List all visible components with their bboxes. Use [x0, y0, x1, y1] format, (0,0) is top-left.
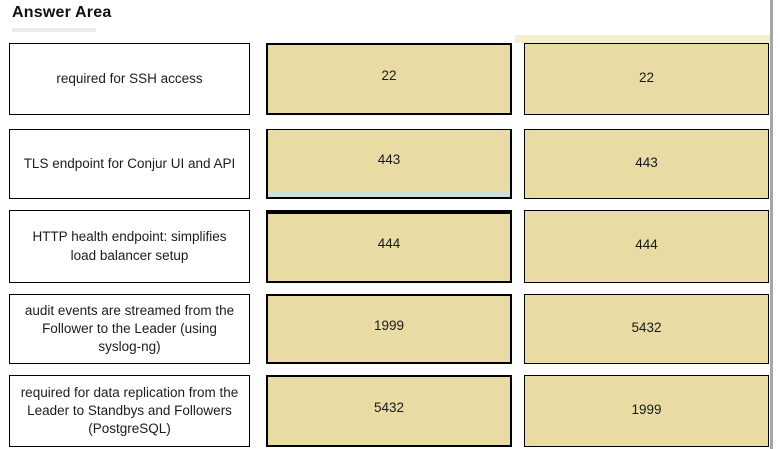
port-value: 443	[377, 152, 401, 167]
port-value: 1999	[631, 401, 662, 417]
answer-chip-right[interactable]: 5432	[524, 294, 769, 364]
description-box: TLS endpoint for Conjur UI and API	[9, 129, 250, 199]
page-title: Answer Area	[12, 4, 112, 21]
description-label: audit events are streamed from the Follo…	[24, 302, 235, 355]
answer-chip-right[interactable]: 443	[524, 129, 769, 199]
answer-chip-right[interactable]: 444	[524, 210, 769, 283]
port-value: 444	[635, 237, 658, 252]
answer-chip-right[interactable]: 1999	[524, 375, 769, 447]
description-label: HTTP health endpoint: simplifies load ba…	[32, 229, 227, 263]
port-value: 444	[377, 236, 401, 251]
port-value: 443	[635, 154, 658, 170]
description-box: audit events are streamed from the Follo…	[9, 294, 250, 364]
title-underline-smudge	[12, 28, 96, 32]
answer-chip-middle[interactable]: 443	[266, 129, 512, 199]
drag-halo-artifact	[515, 35, 770, 43]
description-label: required for SSH access	[56, 70, 203, 86]
answer-chip-middle[interactable]: 22	[266, 43, 512, 115]
description-label: TLS endpoint for Conjur UI and API	[23, 155, 236, 171]
port-value: 1999	[373, 317, 405, 333]
description-box: required for data replication from the L…	[9, 375, 250, 447]
answer-chip-middle[interactable]: 444	[266, 210, 512, 283]
match-row: TLS endpoint for Conjur UI and API 443 4…	[0, 129, 780, 199]
match-row: required for data replication from the L…	[0, 375, 780, 447]
port-value: 22	[638, 69, 655, 85]
port-value: 22	[381, 67, 397, 83]
answer-chip-middle[interactable]: 5432	[266, 375, 512, 447]
description-box: required for SSH access	[9, 43, 250, 115]
port-value: 5432	[631, 319, 662, 335]
match-row: HTTP health endpoint: simplifies load ba…	[0, 210, 780, 283]
drop-highlight-strip	[268, 191, 510, 197]
answer-chip-right[interactable]: 22	[524, 43, 769, 115]
description-box: HTTP health endpoint: simplifies load ba…	[9, 210, 250, 283]
port-value: 5432	[373, 399, 405, 415]
answer-chip-middle[interactable]: 1999	[266, 294, 512, 364]
description-label: required for data replication from the L…	[20, 384, 239, 437]
match-row: required for SSH access 22 22	[0, 43, 780, 115]
window-edge-divider	[770, 0, 773, 449]
match-row: audit events are streamed from the Follo…	[0, 294, 780, 364]
